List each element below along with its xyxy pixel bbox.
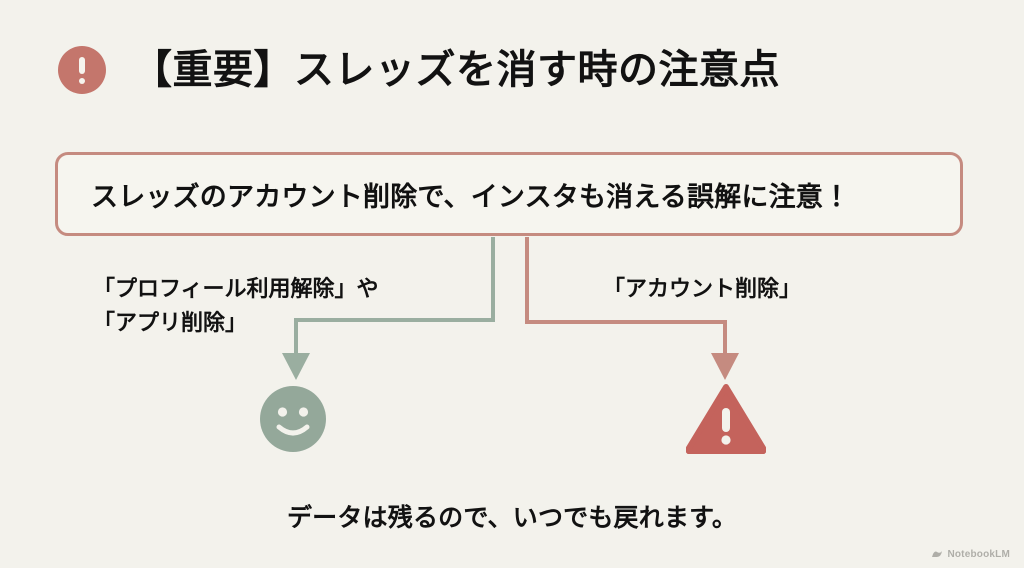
branch-label-left: 「プロフィール利用解除」や 「アプリ削除」 (93, 272, 379, 340)
connector-right-arrowhead (711, 353, 739, 380)
callout-text: スレッズのアカウント削除で、インスタも消える誤解に注意！ (91, 181, 851, 212)
branch-label-left-line2: 「アプリ削除」 (93, 310, 248, 336)
notebooklm-logo-icon (932, 551, 943, 557)
branch-label-left-line1: 「プロフィール利用解除」や (93, 276, 379, 301)
exclamation-stem (79, 56, 85, 74)
callout-box: スレッズのアカウント削除で、インスタも消える誤解に注意！ (55, 152, 963, 236)
branch-label-right-line1: 「アカウント削除」 (603, 276, 802, 301)
bottom-caption: データは残るので、いつでも戻れます。 (286, 504, 738, 532)
connector-left-arrowhead (282, 353, 310, 380)
exclamation-dot (79, 78, 85, 84)
exclamation-circle-icon (58, 46, 106, 94)
notebooklm-watermark: NotebookLM (931, 548, 1010, 560)
smiley-face-icon (260, 386, 326, 452)
branch-label-right: 「アカウント削除」 (603, 272, 801, 306)
watermark-label: NotebookLM (947, 548, 1010, 560)
warning-triangle-icon (686, 384, 766, 454)
title-row: 【重要】スレッズを消す時の注意点 (58, 46, 780, 94)
page-title: 【重要】スレッズを消す時の注意点 (132, 48, 780, 92)
